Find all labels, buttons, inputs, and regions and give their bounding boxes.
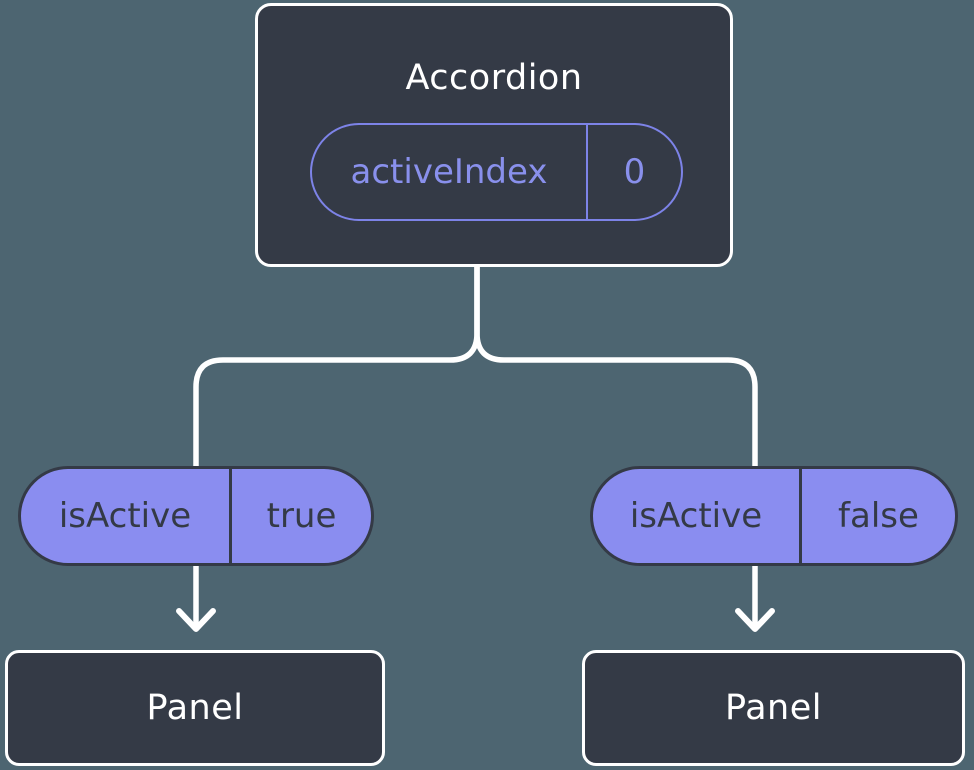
- accordion-node-title: Accordion: [405, 58, 583, 98]
- state-pill-name: isActive: [21, 469, 232, 563]
- arrow-down-icon: [176, 608, 216, 632]
- prop-pill-value: 0: [623, 152, 646, 192]
- accordion-node: Accordion activeIndex 0: [255, 3, 733, 267]
- panel-node-left: Panel: [5, 650, 385, 766]
- state-pill-value: true: [266, 496, 337, 536]
- state-pill-name: isActive: [593, 469, 802, 563]
- prop-pill-activeindex: activeIndex 0: [310, 123, 683, 221]
- prop-pill-name: activeIndex: [312, 125, 588, 219]
- panel-node-right: Panel: [582, 650, 965, 766]
- state-pill-isactive-false: isActive false: [590, 466, 958, 566]
- panel-node-title: Panel: [725, 688, 822, 728]
- state-pill-isactive-true: isActive true: [18, 466, 374, 566]
- arrow-down-icon: [735, 608, 775, 632]
- state-pill-value: false: [838, 496, 919, 536]
- connector-left-branch: [193, 262, 480, 629]
- connector-right-branch: [474, 262, 758, 629]
- panel-node-title: Panel: [146, 688, 244, 728]
